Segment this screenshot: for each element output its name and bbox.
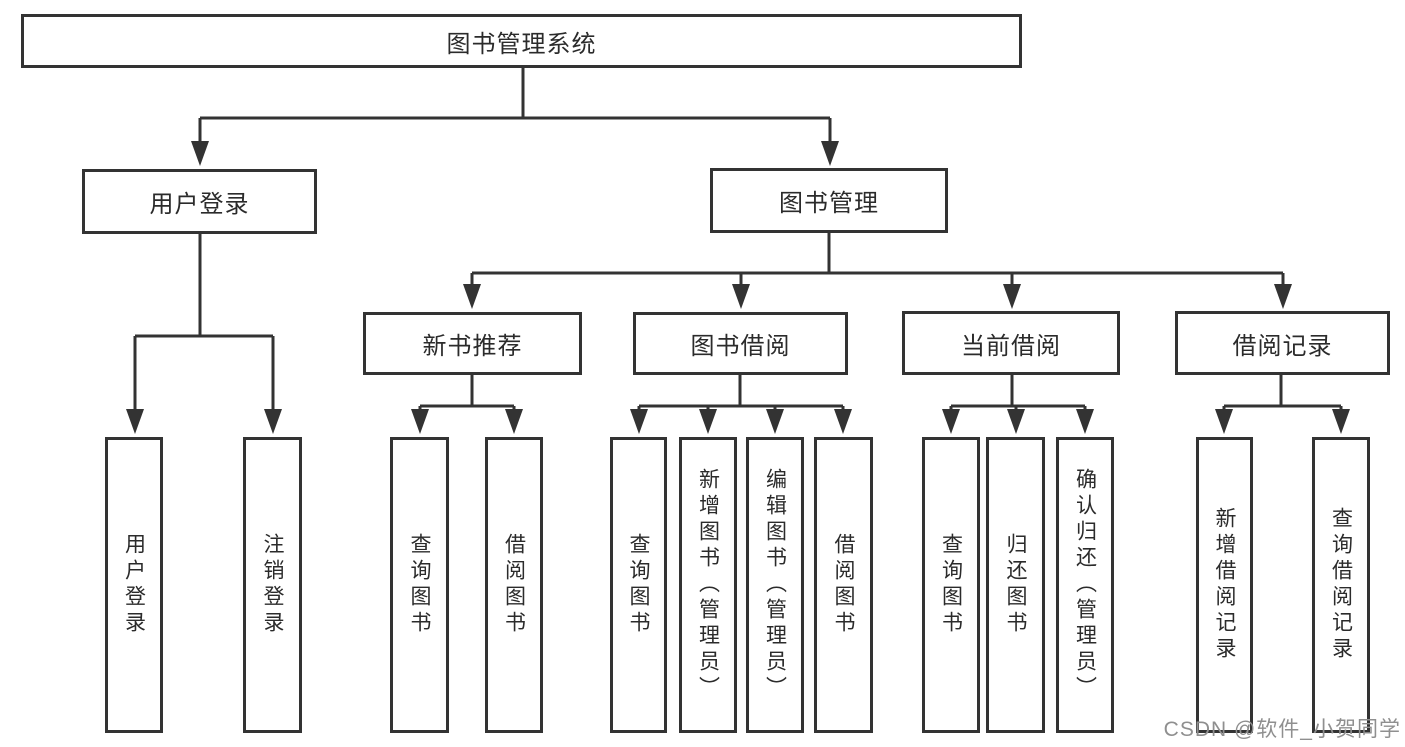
leaf-logout: 注销登录 xyxy=(243,437,302,733)
leaf-borrow-edit-book-admin: 编辑图书（管理员） xyxy=(746,437,804,733)
node-user-login: 用户登录 xyxy=(82,169,317,234)
connector-newbook-children xyxy=(418,375,516,417)
arrowhead-icon xyxy=(264,409,282,434)
arrowhead-icon xyxy=(766,409,784,434)
arrowhead-icon xyxy=(699,409,717,434)
leaf-current-return-book: 归还图书 xyxy=(986,437,1045,733)
arrowhead-icon xyxy=(732,284,750,309)
arrowhead-icon xyxy=(834,409,852,434)
node-borrowing-records: 借阅记录 xyxy=(1175,311,1390,375)
leaf-borrow-borrow-book: 借阅图书 xyxy=(814,437,873,733)
leaf-borrow-add-book-admin: 新增图书（管理员） xyxy=(679,437,737,733)
connector-mgmt-level3 xyxy=(470,233,1285,292)
leaf-records-query-record: 查询借阅记录 xyxy=(1312,437,1370,733)
arrowhead-icon xyxy=(1007,409,1025,434)
connector-borrow-children xyxy=(637,375,845,417)
arrowhead-icon xyxy=(1332,409,1350,434)
node-book-management: 图书管理 xyxy=(710,168,948,233)
leaf-newbook-query-book: 查询图书 xyxy=(390,437,449,733)
node-current-borrowing: 当前借阅 xyxy=(902,311,1120,375)
node-book-borrowing: 图书借阅 xyxy=(633,312,848,375)
arrowhead-icon xyxy=(1274,284,1292,309)
arrowhead-icon xyxy=(505,409,523,434)
arrowhead-icon xyxy=(411,409,429,434)
arrowhead-icon xyxy=(821,141,839,166)
arrowhead-icon xyxy=(1215,409,1233,434)
leaf-current-query-book: 查询图书 xyxy=(922,437,980,733)
leaf-borrow-query-book: 查询图书 xyxy=(610,437,667,733)
node-new-book-recommend: 新书推荐 xyxy=(363,312,582,375)
leaf-records-add-record: 新增借阅记录 xyxy=(1196,437,1253,733)
connector-login-children xyxy=(133,234,275,416)
connector-root-level2 xyxy=(198,68,832,148)
leaf-newbook-borrow-book: 借阅图书 xyxy=(485,437,543,733)
arrowhead-icon xyxy=(463,284,481,309)
arrowhead-icon xyxy=(942,409,960,434)
arrowhead-icon xyxy=(126,409,144,434)
node-root-system: 图书管理系统 xyxy=(21,14,1022,68)
arrowhead-icon xyxy=(191,141,209,166)
leaf-user-login: 用户登录 xyxy=(105,437,163,733)
leaf-current-confirm-return-admin: 确认归还（管理员） xyxy=(1056,437,1114,733)
arrowhead-icon xyxy=(1076,409,1094,434)
arrowhead-icon xyxy=(630,409,648,434)
connector-records-children xyxy=(1222,375,1343,417)
arrowhead-icon xyxy=(1003,284,1021,309)
csdn-watermark: CSDN @软件_小贺同学 xyxy=(1163,718,1401,741)
